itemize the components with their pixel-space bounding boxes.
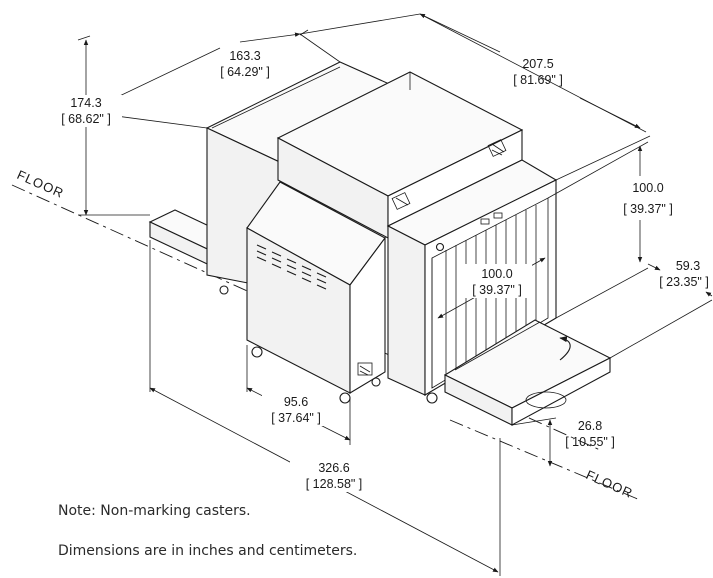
dimension-overall-length: 326.6 [ 128.58" ]: [149, 240, 501, 576]
floor-label-right: FLOOR: [584, 467, 636, 501]
main-housing: [276, 71, 524, 239]
dim-overall-length-value: 326.6: [318, 461, 349, 475]
vent-grille-icon: [357, 362, 373, 376]
floor-label-left: FLOOR: [15, 167, 67, 201]
dim-length-top-imperial: [ 81.69" ]: [513, 73, 563, 87]
dimension-length-top: 207.5 [ 81.69" ]: [299, 13, 651, 181]
dim-width-top-value: 163.3: [229, 49, 260, 63]
dim-tunnel-height-value: 100.0: [632, 181, 663, 195]
emergency-stop-icon: [435, 242, 445, 252]
dim-base-depth-imperial: [ 37.64" ]: [271, 411, 321, 425]
dim-height-overall-value: 174.3: [70, 96, 101, 110]
dimension-tunnel-width: 100.0 [ 39.37" ]: [437, 257, 546, 319]
dimension-conveyor-offset: 59.3 [ 23.35" ]: [609, 259, 713, 359]
dimension-conveyor-height: 26.8 [ 10.55" ]: [511, 417, 615, 467]
dim-overall-length-imperial: [ 128.58" ]: [306, 477, 363, 491]
dim-tunnel-width-imperial: [ 39.37" ]: [472, 283, 522, 297]
dim-base-depth-value: 95.6: [284, 395, 308, 409]
dim-height-overall-imperial: [ 68.62" ]: [61, 112, 111, 126]
dim-conveyor-offset-value: 59.3: [676, 259, 700, 273]
caster-icon: [371, 377, 381, 387]
dim-conveyor-height-value: 26.8: [578, 419, 602, 433]
belt-direction-arrow: [559, 336, 571, 361]
caster-icon: [251, 346, 263, 358]
note-casters: Note: Non-marking casters.: [58, 503, 251, 519]
dim-width-top-imperial: [ 64.29" ]: [220, 65, 270, 79]
dimension-height-overall: 174.3 [ 68.62" ]: [50, 35, 150, 216]
indicator-light-icon: [480, 218, 490, 225]
caster-icon: [219, 285, 229, 295]
vent-grille-icon: [391, 192, 411, 210]
dim-conveyor-height-imperial: [ 10.55" ]: [565, 435, 615, 449]
note-units: Dimensions are in inches and centimeters…: [58, 543, 358, 559]
dim-length-top-value: 207.5: [522, 57, 553, 71]
dimension-tunnel-height: 100.0 [ 39.37" ]: [547, 141, 686, 319]
dim-tunnel-width-value: 100.0: [481, 267, 512, 281]
dim-conveyor-offset-imperial: [ 23.35" ]: [659, 275, 709, 289]
indicator-light-icon: [493, 212, 503, 219]
control-cabinet: [246, 181, 386, 394]
caster-icon: [339, 392, 351, 404]
dim-tunnel-height-imperial: [ 39.37" ]: [623, 202, 673, 216]
caster-icon: [426, 392, 438, 404]
vent-slots: [256, 244, 327, 290]
